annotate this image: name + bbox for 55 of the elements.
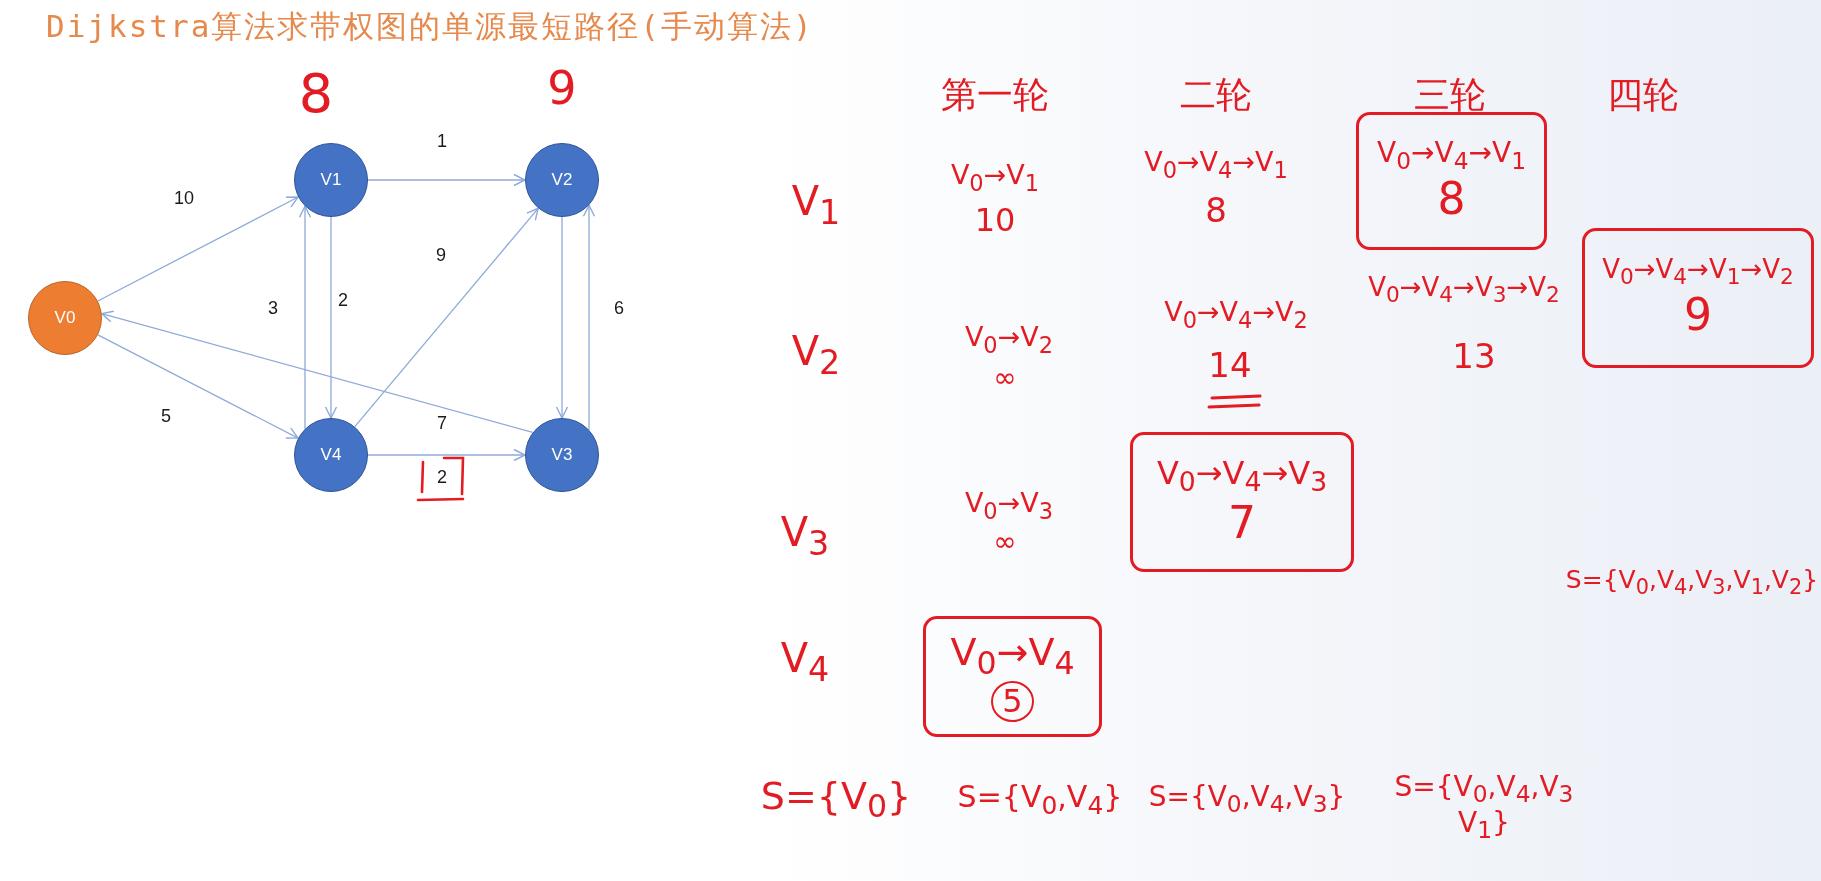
column-heading: 二轮	[1180, 75, 1252, 115]
handwritten-number: 9	[547, 62, 577, 114]
handwritten-number: 8	[298, 64, 334, 124]
title: Dijkstra算法求带权图的单源最短路径(手动算法)	[46, 8, 814, 46]
distance-text: ∞	[993, 526, 1017, 558]
distance-text: 13	[1452, 338, 1496, 376]
distance-text: ∞	[993, 362, 1017, 394]
hand-drawn-box	[1582, 228, 1814, 368]
vertex-circle: V1	[294, 143, 368, 217]
arrow	[555, 216, 569, 419]
arrow	[298, 205, 312, 430]
path-text: V$_{0}$→V$_{4}$→V$_{1}$	[1377, 137, 1526, 175]
arrow	[97, 196, 299, 302]
vertex-circle: V2	[525, 143, 599, 217]
arrow	[582, 204, 596, 431]
set-text: S={V$_{0}$,V$_{4}$,V$_{3}$}	[1148, 781, 1346, 819]
path-text: V$_{0}$→V$_{3}$	[964, 488, 1054, 524]
row-heading: V$_{1}$	[791, 178, 841, 232]
hand-drawn-box	[1130, 432, 1354, 572]
distance-text: 14	[1208, 347, 1252, 385]
distance-text: 9	[1684, 290, 1712, 341]
set-text: S={V$_{0}$,V$_{4}$,V$_{3}$,V$_{1}$,V$_{2}$}	[1565, 565, 1819, 599]
arrow	[101, 310, 534, 434]
path-text: V$_{0}$→V$_{4}$→V$_{2}$	[1164, 297, 1308, 333]
path-text: V$_{0}$→V$_{4}$→V$_{1}$→V$_{2}$	[1602, 255, 1794, 291]
vertex-circle: V3	[525, 418, 599, 492]
path-text: V$_{0}$→V$_{4}$→V$_{1}$	[1144, 147, 1288, 183]
set-text: S={V$_{0}$}	[760, 775, 912, 825]
arrow	[324, 216, 338, 419]
distance-text: 7	[1228, 498, 1256, 549]
arrow	[367, 448, 526, 462]
distance-text: 10	[974, 203, 1016, 239]
path-text: V$_{0}$→V$_{2}$	[964, 322, 1054, 358]
row-heading: V$_{4}$	[780, 635, 830, 689]
arrow	[354, 207, 539, 428]
path-text: V$_{0}$→V$_{1}$	[950, 160, 1040, 196]
path-text: V$_{0}$→V$_{4}$→V$_{3}$→V$_{2}$	[1368, 273, 1560, 307]
column-heading: 四轮	[1607, 75, 1679, 115]
arrow	[97, 334, 299, 439]
column-heading: 第一轮	[941, 75, 1049, 115]
hand-drawn-box	[923, 616, 1102, 737]
distance-text: 8	[1437, 174, 1466, 225]
set-text: S={V$_{0}$,V$_{4}$,V$_{3}$ V$_{1}$}	[1393, 771, 1575, 845]
vertex-circle: V4	[294, 418, 368, 492]
path-text: V$_{0}$→V$_{4}$	[950, 631, 1075, 682]
hand-drawn-box	[1356, 112, 1547, 250]
circled-number: 5	[991, 681, 1034, 722]
column-heading: 三轮	[1414, 75, 1486, 115]
arrow	[367, 173, 526, 187]
set-text: S={V$_{0}$,V$_{4}$}	[957, 780, 1123, 820]
vertex-circle: V0	[28, 281, 102, 355]
row-heading: V$_{2}$	[791, 328, 841, 382]
row-heading: V$_{3}$	[780, 509, 830, 563]
distance-text: 8	[1205, 192, 1227, 230]
path-text: V$_{0}$→V$_{4}$→V$_{3}$	[1156, 455, 1328, 499]
